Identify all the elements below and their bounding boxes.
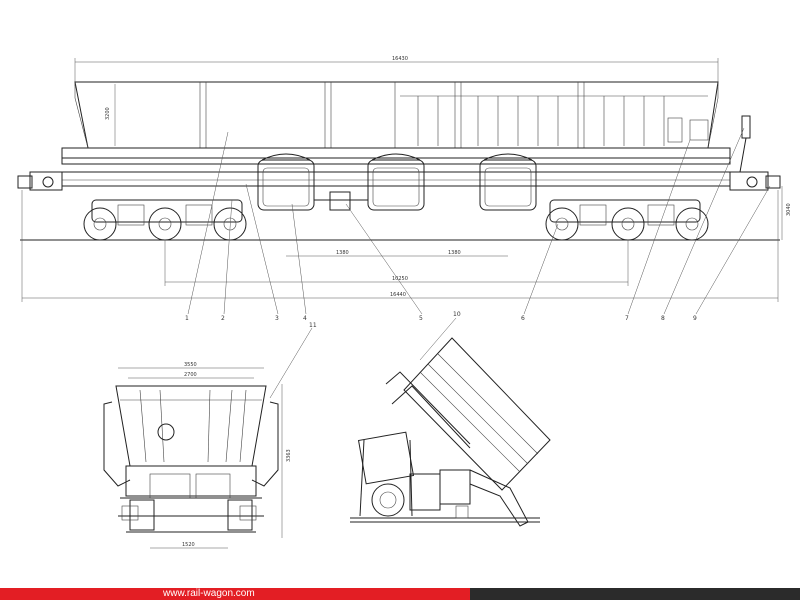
right-bogie — [545, 199, 709, 241]
footer-website-link[interactable]: www.rail-wagon.com — [163, 588, 255, 599]
callout-7: 7 — [625, 315, 629, 322]
dim-body-height: 3200 — [105, 107, 111, 120]
callout-5: 5 — [419, 315, 423, 322]
left-bogie — [83, 199, 247, 241]
callout-9: 9 — [693, 315, 697, 322]
callout-2: 2 — [221, 315, 225, 322]
dim-height-right: 3040 — [786, 203, 792, 216]
footer-bar: www.rail-wagon.com — [0, 588, 800, 600]
dim-end-bottom: 1520 — [182, 542, 195, 548]
footer-dark-band — [470, 588, 800, 600]
dim-overall-bottom: 16440 — [390, 292, 406, 298]
tipped-cylinder — [371, 483, 405, 517]
dim-end-width-inner: 2700 — [184, 372, 197, 378]
actuator — [329, 191, 351, 211]
callout-10: 10 — [453, 311, 461, 318]
underframe-top-chord — [61, 147, 731, 159]
side-view: 16430 3200 — [17, 56, 792, 399]
callout-8: 8 — [661, 315, 665, 322]
dim-bogie-centers: 10250 — [392, 276, 408, 282]
dim-end-height: 3363 — [286, 449, 292, 462]
dim-door-pitch-a: 1380 — [336, 250, 349, 256]
discharge-door-2 — [367, 153, 425, 211]
callout-4: 4 — [303, 315, 307, 322]
callout-11: 11 — [309, 322, 317, 329]
tipped-view — [350, 337, 551, 527]
dim-door-pitch-b: 1380 — [448, 250, 461, 256]
right-coupler — [729, 115, 781, 191]
wagon-body — [74, 81, 719, 149]
footer-red-band — [0, 588, 470, 600]
right-body-ribs — [400, 82, 708, 148]
end-body — [115, 385, 267, 467]
callout-3: 3 — [275, 315, 279, 322]
left-coupler — [17, 171, 63, 191]
discharge-door-1 — [257, 153, 315, 211]
tipped-body — [403, 337, 551, 491]
callout-1: 1 — [185, 315, 189, 322]
discharge-door-3 — [479, 153, 537, 211]
callout-6: 6 — [521, 315, 525, 322]
end-view: 3550 2700 3363 1520 — [103, 362, 292, 549]
dim-end-width-top: 3550 — [184, 362, 197, 368]
dim-overall-top: 16430 — [392, 56, 408, 62]
end-handwheel — [157, 423, 175, 441]
left-body-stanchions — [199, 82, 396, 148]
